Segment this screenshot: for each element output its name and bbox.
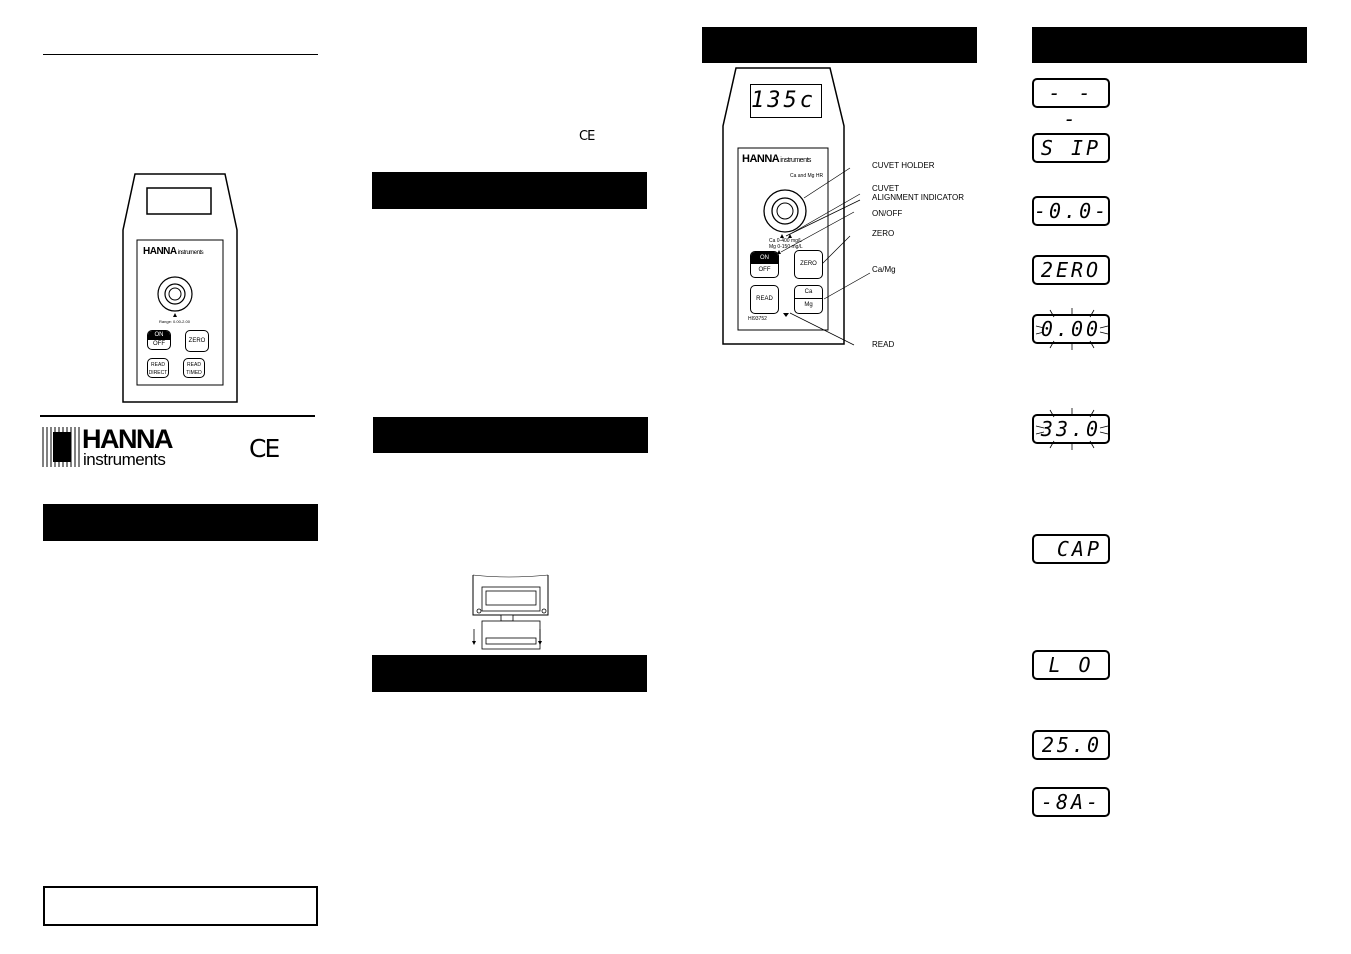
display-dash-zero: -0.0- xyxy=(1032,196,1110,226)
small-meter-brand: HANNAinstruments xyxy=(143,246,204,257)
hanna-logo: HANNA instruments xyxy=(41,424,191,470)
display-8a: -8A- xyxy=(1032,787,1110,817)
large-meter-display: 135c xyxy=(750,84,822,118)
large-ca-label: Ca xyxy=(795,286,822,299)
large-meter-model-tag: Ca and Mg HR xyxy=(790,173,824,179)
small-off-label: OFF xyxy=(153,341,165,347)
callout-alignment: ALIGNMENT INDICATOR xyxy=(872,193,965,202)
display-blink-000: 0.00 xyxy=(1032,314,1110,344)
section-header-bar-p4 xyxy=(1032,27,1307,63)
section-header-bar-p2-b xyxy=(373,417,648,453)
large-meter-model-number: HI93752 xyxy=(748,316,767,322)
small-meter-brand-text: HANNA xyxy=(143,246,177,257)
large-zero-button[interactable]: ZERO xyxy=(794,250,823,279)
section-header-bar-p1 xyxy=(43,504,318,541)
large-meter-range-1: Ca 0-400 mg/L xyxy=(769,238,803,244)
section-header-bar-p3 xyxy=(702,27,977,63)
small-read-direct-button[interactable]: READ DIRECT xyxy=(147,358,169,378)
meter-illustration-large: 135c HANNAinstruments Ca and Mg HR Ca 0-… xyxy=(720,66,970,356)
large-meter-range-2: Mg 0-150 mg/L xyxy=(769,244,803,250)
footer-box-p1 xyxy=(43,886,318,926)
callout-cuvet-holder: CUVET HOLDER xyxy=(872,161,935,170)
large-on-off-button[interactable]: ON OFF xyxy=(750,251,779,278)
blink-rays-icon xyxy=(1035,308,1109,350)
callout-read: READ xyxy=(872,340,895,349)
hanna-logo-sub: instruments xyxy=(83,450,166,469)
large-read-button[interactable]: READ xyxy=(750,285,779,314)
callout-zero: ZERO xyxy=(872,229,895,238)
callout-camg: Ca/Mg xyxy=(872,265,896,274)
small-zero-button[interactable]: ZERO xyxy=(185,330,209,352)
large-on-label: ON xyxy=(751,252,778,264)
large-meter-brand-text: HANNA xyxy=(742,153,780,165)
large-off-label: OFF xyxy=(758,267,771,273)
display-blink-000-wrap: 0.00 xyxy=(1022,306,1122,352)
large-mg-label: Mg xyxy=(804,302,813,308)
section-header-bar-p2-c xyxy=(372,655,647,692)
callout-onoff: ON/OFF xyxy=(872,209,903,218)
battery-compartment-illustration xyxy=(472,574,549,650)
display-sip: S IP xyxy=(1032,133,1110,163)
blink-rays-icon-2 xyxy=(1035,408,1109,450)
hanna-logo-word: HANNA xyxy=(82,424,174,454)
display-blink-330-wrap: 33.0 xyxy=(1022,406,1122,452)
small-meter-brand-suffix: instruments xyxy=(177,250,204,256)
section-header-bar-p2-a xyxy=(372,172,647,209)
small-on-off-button[interactable]: ON OFF xyxy=(147,330,171,350)
display-lo: L O xyxy=(1032,650,1110,680)
hanna-logo-mark xyxy=(42,427,80,467)
meter-illustration-small: HANNAinstruments Range: 0.00-2.00 ON OFF… xyxy=(121,172,239,404)
ce-mark-panel2: CE xyxy=(579,129,595,144)
display-blink-330: 33.0 xyxy=(1032,414,1110,444)
display-dashes: - - - xyxy=(1032,78,1110,131)
small-on-label: ON xyxy=(148,331,170,340)
small-read-timed-button[interactable]: READ TIMED xyxy=(183,358,205,378)
small-meter-range: Range: 0.00-2.00 xyxy=(159,319,190,324)
callout-cuvet: CUVET xyxy=(872,184,900,193)
meter-outline xyxy=(122,173,238,403)
display-25: 25.0 xyxy=(1032,730,1110,760)
large-meter-brand-suffix: instruments xyxy=(780,157,811,164)
ce-mark-panel1: CE xyxy=(249,434,280,463)
display-zero-word: 2ERO xyxy=(1032,255,1110,285)
large-ca-mg-button[interactable]: Ca Mg xyxy=(794,285,823,314)
top-rule xyxy=(43,54,318,55)
large-meter-brand: HANNAinstruments xyxy=(742,153,811,165)
logo-rule xyxy=(40,415,315,417)
display-cap: CAP xyxy=(1032,534,1110,564)
